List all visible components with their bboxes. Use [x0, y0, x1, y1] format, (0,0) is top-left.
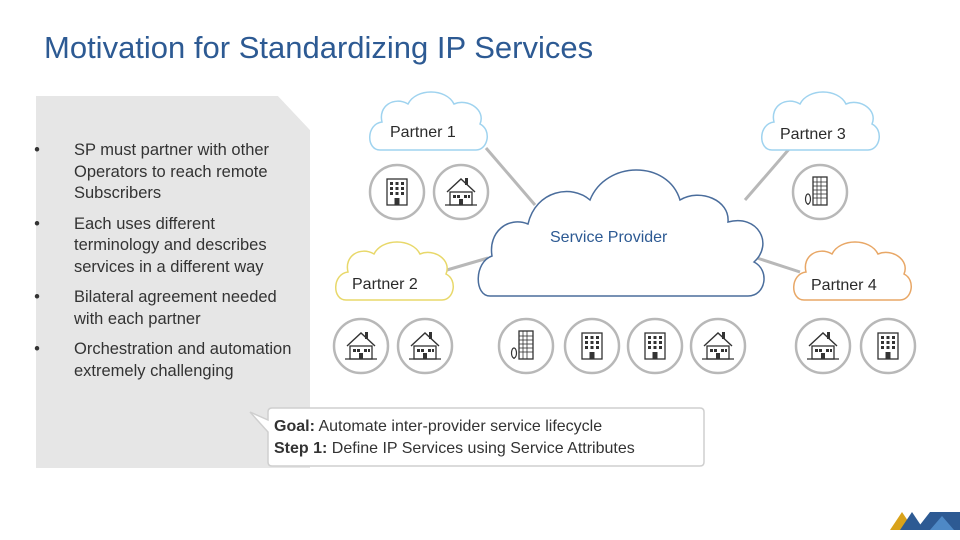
- partner3-label: Partner 3: [780, 126, 846, 143]
- partner4-label: Partner 4: [811, 277, 877, 294]
- link-partner3-sp: [743, 147, 792, 201]
- link-partner1-sp: [484, 147, 537, 206]
- bullet-panel: [36, 96, 310, 468]
- house-icon: [794, 317, 852, 375]
- office-building-icon: [368, 163, 426, 221]
- office-building-icon: [563, 317, 621, 375]
- bullet-text: Each uses different terminology and desc…: [74, 214, 267, 276]
- bullet-item: • Orchestration and automation extremely …: [30, 339, 300, 382]
- partner2-cloud: [335, 241, 454, 301]
- goal-text: Automate inter-provider service lifecycl…: [314, 418, 603, 435]
- bullet-panel-chevron: [278, 96, 310, 130]
- bullet-item: • Each uses different terminology and des…: [30, 214, 300, 279]
- bullet-dot: •: [34, 288, 40, 306]
- goal-callout-box: [249, 407, 705, 467]
- page-title: Motivation for Standardizing IP Services: [44, 30, 594, 65]
- partner1-cloud: [369, 91, 488, 151]
- office-building-icon: [626, 317, 684, 375]
- house-icon: [332, 317, 390, 375]
- office-building-icon: [859, 317, 917, 375]
- link-lines: [439, 147, 801, 274]
- company-logo: [890, 512, 960, 530]
- bullet-dot: •: [34, 340, 40, 358]
- partner2-label: Partner 2: [352, 276, 418, 293]
- bullet-item: • SP must partner with other Operators to…: [30, 140, 300, 205]
- house-icon: [689, 317, 747, 375]
- tower-building-icon: [791, 163, 849, 221]
- house-icon: [396, 317, 454, 375]
- bullet-dot: •: [34, 214, 40, 233]
- partner4-cloud: [793, 241, 912, 301]
- link-partner4-sp: [756, 256, 801, 274]
- link-partner2-sp: [439, 256, 489, 274]
- step-label: Step 1:: [274, 440, 328, 457]
- service-provider-label: Service Provider: [550, 229, 668, 246]
- partner1-label: Partner 1: [390, 124, 456, 141]
- tower-building-icon: [497, 317, 555, 375]
- bullet-text: Bilateral agreement needed with each par…: [74, 288, 277, 328]
- house-icon: [432, 163, 490, 221]
- goal-callout-text: Goal: Automate inter-provider service li…: [274, 416, 635, 460]
- step-text: Define IP Services using Service Attribu…: [327, 440, 635, 457]
- bullet-list: • SP must partner with other Operators to…: [30, 140, 300, 391]
- bullet-text: SP must partner with other Operators to …: [74, 141, 270, 202]
- goal-line: Goal: Automate inter-provider service li…: [274, 416, 635, 438]
- service-provider-cloud: [477, 169, 765, 297]
- partner3-cloud: [761, 91, 880, 151]
- bullet-item: • Bilateral agreement needed with each pa…: [30, 287, 300, 330]
- step-line: Step 1: Define IP Services using Service…: [274, 438, 635, 460]
- bullet-text: Orchestration and automation extremely c…: [74, 340, 292, 380]
- bullet-dot: •: [34, 141, 40, 159]
- goal-label: Goal:: [274, 418, 315, 435]
